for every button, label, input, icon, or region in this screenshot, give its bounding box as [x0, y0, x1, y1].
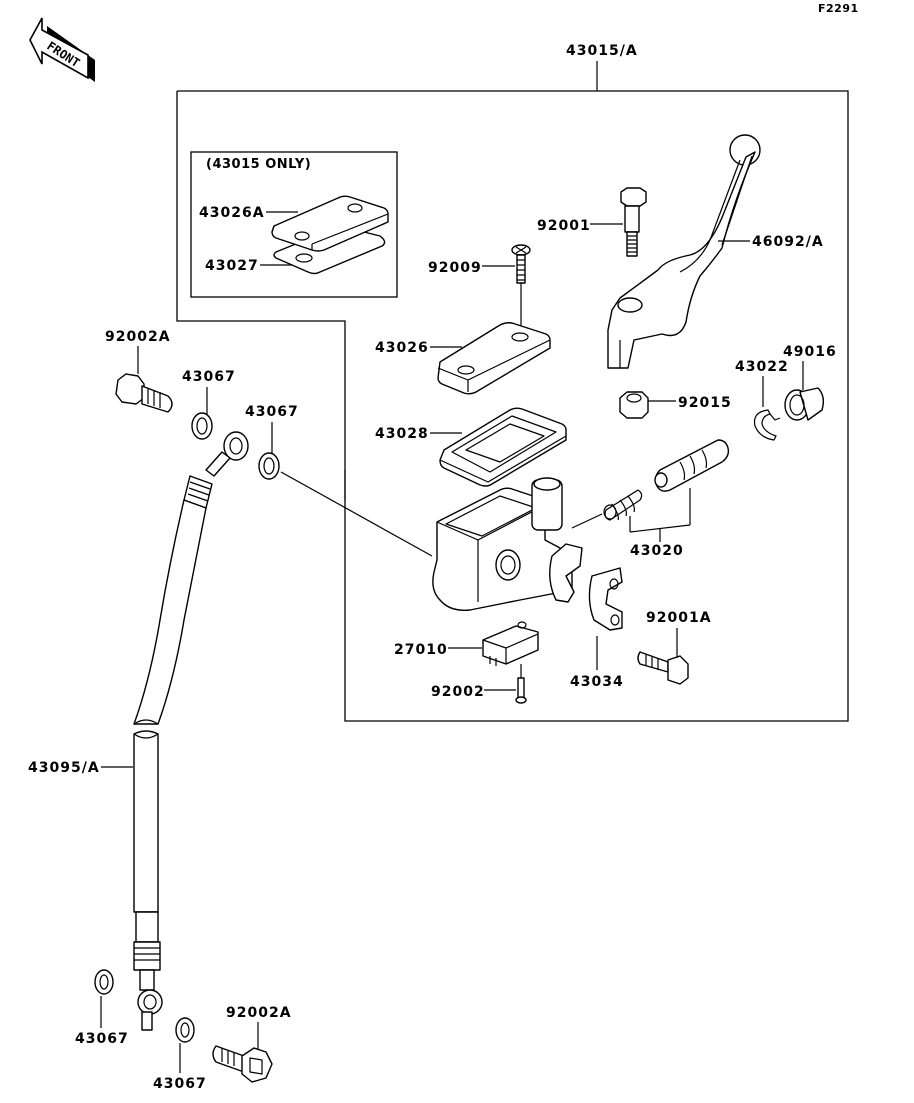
inset-note: (43015 ONLY) [206, 157, 311, 172]
callout-43067-b[interactable]: 43067 [245, 404, 299, 420]
callout-43026A[interactable]: 43026A [199, 205, 265, 221]
callout-43067-d[interactable]: 43067 [153, 1076, 207, 1092]
callout-92002[interactable]: 92002 [431, 684, 485, 700]
part-92001-pivot-bolt[interactable] [620, 187, 647, 257]
part-92002A-banjo-bolt-top[interactable] [115, 373, 173, 413]
callout-43028[interactable]: 43028 [375, 426, 429, 442]
part-43022-circlip[interactable] [753, 409, 781, 441]
part-43067-washer-b[interactable] [258, 452, 280, 480]
callout-27010[interactable]: 27010 [394, 642, 448, 658]
part-43067-washer-c[interactable] [94, 969, 114, 995]
callout-92001A[interactable]: 92001A [646, 610, 712, 626]
part-43027-gasket[interactable] [273, 225, 386, 275]
part-43095A-brake-hose[interactable] [133, 431, 249, 1031]
part-43067-washer-a[interactable] [191, 412, 213, 440]
part-46092A-brake-lever[interactable] [607, 134, 761, 369]
callout-43027[interactable]: 43027 [205, 258, 259, 274]
part-27010-brake-switch[interactable] [482, 621, 539, 666]
callout-43026[interactable]: 43026 [375, 340, 429, 356]
part-92002-switch-screw[interactable] [515, 664, 527, 704]
inset-box [190, 151, 398, 298]
figure-code: F2291 [818, 2, 859, 15]
callout-92009[interactable]: 92009 [428, 260, 482, 276]
part-43020-piston-kit[interactable] [603, 439, 730, 521]
callout-43095A[interactable]: 43095/A [28, 760, 100, 776]
part-43067-washer-d[interactable] [175, 1017, 195, 1043]
part-92015-nut[interactable] [619, 391, 649, 419]
callout-92002A-bottom[interactable]: 92002A [226, 1005, 292, 1021]
part-master-cylinder-body [432, 477, 583, 611]
callout-43034[interactable]: 43034 [570, 674, 624, 690]
part-43028-diaphragm[interactable] [439, 407, 567, 487]
callout-49016[interactable]: 49016 [783, 344, 837, 360]
part-92002A-banjo-bolt-bottom[interactable] [212, 1045, 273, 1083]
assembly-boundary [176, 90, 849, 722]
callout-92002A-top[interactable]: 92002A [105, 329, 171, 345]
callout-46092A[interactable]: 46092/A [752, 234, 824, 250]
callout-43022[interactable]: 43022 [735, 359, 789, 375]
callout-43067-a[interactable]: 43067 [182, 369, 236, 385]
part-49016-dust-boot[interactable] [784, 387, 825, 421]
part-92001A-clamp-bolt[interactable] [637, 651, 689, 685]
part-43026A-cap[interactable] [271, 195, 389, 252]
callout-92015[interactable]: 92015 [678, 395, 732, 411]
callout-43020[interactable]: 43020 [630, 543, 684, 559]
callout-43067-c[interactable]: 43067 [75, 1031, 129, 1047]
callout-43015A[interactable]: 43015/A [566, 43, 638, 59]
part-43034-clamp[interactable] [588, 567, 623, 631]
part-43026-reservoir-cap[interactable] [437, 322, 551, 395]
callout-92001[interactable]: 92001 [537, 218, 591, 234]
front-arrow-icon: FRONT [29, 17, 95, 82]
